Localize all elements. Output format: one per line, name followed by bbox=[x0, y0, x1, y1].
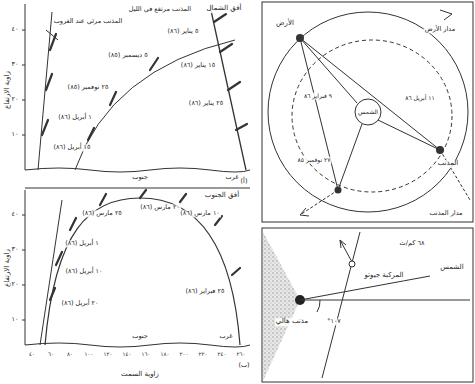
comet-track bbox=[38, 12, 52, 170]
figure-label: ٢٧ نوفمبر ٨٥ bbox=[297, 157, 332, 164]
axis-number: ٢٠٠ bbox=[179, 351, 190, 357]
axis-number: ١٠٠ bbox=[84, 351, 95, 357]
chart-label: ١٠ أبريل (٨٦) bbox=[64, 268, 103, 275]
axis-number: ١٤٠ bbox=[122, 351, 133, 357]
figure-label: الأرض bbox=[275, 20, 295, 28]
chart-label: ٢٠ أبريل (٨٦) bbox=[60, 300, 99, 307]
panel-frame bbox=[262, 228, 473, 382]
axis-line bbox=[25, 190, 26, 345]
figure-label: ١٠٧° bbox=[326, 318, 342, 325]
chart-label: ٢٥ فبراير (٨٦) bbox=[184, 288, 225, 295]
spacecraft-dot bbox=[349, 261, 355, 267]
chart-label: ١٥ أبريل (٨٦) bbox=[52, 144, 91, 151]
chart-label: غرب bbox=[218, 333, 233, 340]
chart-label: ١٠ مارس (٨٦) bbox=[179, 210, 221, 217]
earth-dot bbox=[296, 34, 304, 42]
comet-dot bbox=[335, 187, 342, 194]
axis-number: ٢٤٠ bbox=[217, 351, 228, 357]
comet-orbit bbox=[292, 40, 452, 192]
comet-tails bbox=[42, 14, 247, 300]
chart-label: ١ أبريل (٨٦) bbox=[57, 114, 93, 121]
earth-orbit bbox=[268, 12, 468, 212]
chart-label: غرب bbox=[224, 174, 239, 181]
body-label: الشمس bbox=[357, 109, 379, 116]
reference-line bbox=[300, 300, 470, 301]
axis-number: ١٠ bbox=[11, 316, 20, 323]
chart-label: ٢٥ يناير (٨٦) bbox=[188, 100, 224, 107]
axis-ticks bbox=[22, 215, 25, 320]
chart-label: زاوية الارتفاع bbox=[4, 70, 12, 110]
velocity-arrow bbox=[340, 240, 352, 262]
sun-circle bbox=[355, 99, 381, 125]
axis-number: ٣٠ bbox=[11, 61, 20, 68]
axis-number: ٢٠ bbox=[11, 96, 20, 103]
figure-label: المركبة جيوتو bbox=[363, 272, 404, 280]
figure-label: ١١ أبريل ٨٦ bbox=[404, 95, 436, 102]
chart-label: أفق الشمال bbox=[206, 5, 243, 13]
figure-label: ٦٨ كم/ث bbox=[399, 240, 426, 247]
figure-label: مدار الأرض bbox=[424, 26, 456, 33]
figure-label: المذنب bbox=[437, 160, 460, 168]
comet-dot bbox=[436, 146, 444, 154]
chart-label: ١ أبريل (٨٦) bbox=[64, 240, 100, 247]
axis-number: ١٨٠ bbox=[160, 351, 171, 357]
direction-arrow bbox=[300, 208, 309, 216]
axis-ticks bbox=[22, 30, 25, 135]
figure-label: مذنب هالي bbox=[275, 318, 309, 326]
chart-label: (أ) bbox=[240, 178, 249, 185]
horizon-line bbox=[25, 343, 250, 347]
chart-label: ٢٥ مارس (٨٦) bbox=[81, 210, 123, 217]
frame-line bbox=[25, 188, 250, 189]
horizon-line bbox=[25, 168, 250, 172]
body-label: الشمس bbox=[439, 264, 464, 272]
figure-label: ٩ فبراير ٨٦ bbox=[303, 93, 333, 100]
chart-label: ٢٠ مارس (٨٦) bbox=[139, 204, 181, 211]
axis-number: ٢٢٠ bbox=[198, 351, 209, 357]
comet-track bbox=[75, 40, 235, 170]
axis-number: ١٠ bbox=[11, 131, 20, 138]
axis-number: ٢٦٠ bbox=[236, 351, 247, 357]
chart-label: (ب) bbox=[237, 362, 250, 369]
chart-label: زاوية السمت bbox=[120, 371, 160, 379]
chart-label: ٥ يناير (٨٦) bbox=[167, 28, 200, 35]
comet-tail bbox=[263, 232, 300, 381]
spacecraft-path bbox=[322, 232, 360, 378]
comet-track bbox=[210, 6, 246, 170]
chart-label: ٥ ديسمبر (٨٥) bbox=[107, 52, 149, 59]
axis-number: ١٦٠ bbox=[141, 351, 152, 357]
chart-label: جنوب bbox=[131, 333, 148, 340]
angle-arc bbox=[317, 300, 320, 312]
arrow-head bbox=[340, 240, 346, 248]
axis-number: ٢٠ bbox=[11, 281, 20, 288]
axis-line bbox=[25, 4, 26, 170]
comet-track bbox=[40, 200, 62, 345]
axis-number: ٦٠ bbox=[47, 351, 55, 357]
comet-track bbox=[45, 198, 240, 345]
chart-label: المذنب مرتفع في الليل bbox=[128, 6, 192, 13]
comet-tail bbox=[263, 232, 300, 381]
figure-label: مدار المذنب bbox=[428, 210, 463, 217]
axis-number: ٣٠ bbox=[11, 246, 20, 253]
chart-label: ١٥ يناير (٨٦) bbox=[180, 62, 216, 69]
axis-number: ٤٠ bbox=[11, 26, 20, 33]
axis-number: ٨٠ bbox=[66, 351, 74, 357]
chart-label: أفق الجنوب bbox=[204, 192, 240, 200]
direction-arrow bbox=[440, 10, 452, 20]
panel-frame bbox=[262, 2, 473, 222]
axis-number: ٤٠ bbox=[28, 351, 36, 357]
chart-label: ٢٥ نوفمبر (٨٥) bbox=[67, 84, 110, 91]
chart-label: المذنب مرئي عند الغروب bbox=[53, 18, 124, 25]
axis-number: ١٢٠ bbox=[103, 351, 114, 357]
axis-number: ٤٠ bbox=[11, 211, 20, 218]
sight-line bbox=[300, 38, 440, 190]
chart-label: جنوب bbox=[131, 174, 148, 181]
